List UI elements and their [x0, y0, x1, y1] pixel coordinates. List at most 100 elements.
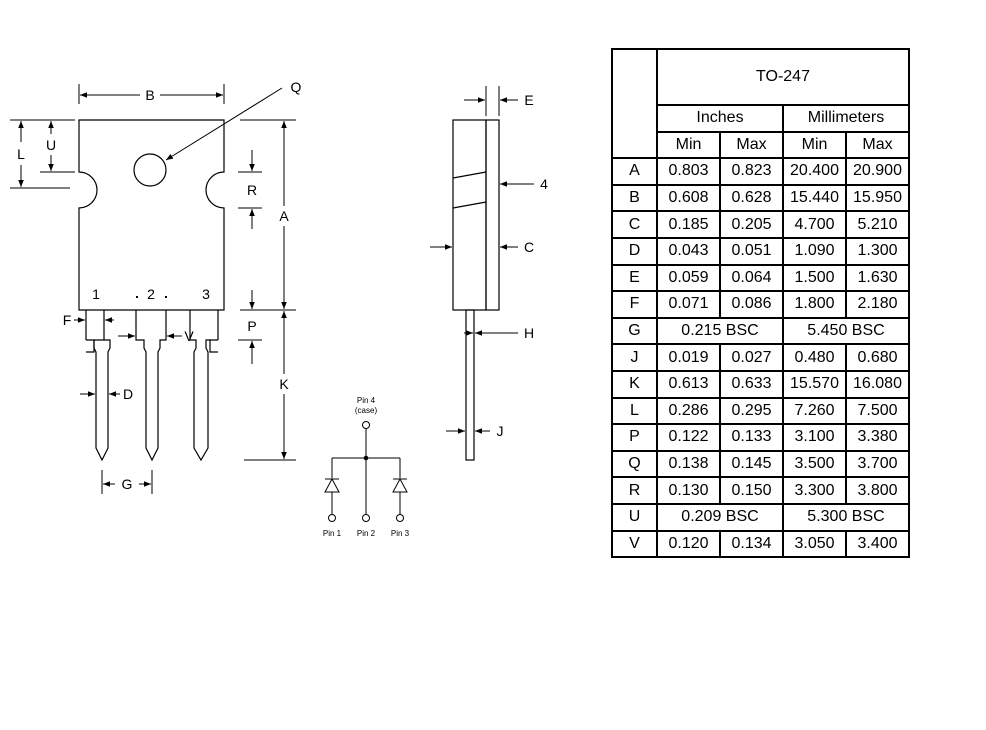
label-G: G: [122, 476, 133, 492]
inches-min-value: 0.185: [656, 210, 721, 239]
table-header-row-minmax: Min Max Min Max: [612, 130, 910, 160]
inches-min-value: 0.043: [656, 236, 721, 266]
front-view-dimensions: [10, 84, 296, 494]
mm-max-value: 2.180: [845, 290, 910, 319]
inches-max-value: 0.133: [719, 423, 784, 452]
lead-shoulders: [86, 339, 218, 353]
mm-min-value: 3.300: [782, 476, 847, 505]
pin-number-3: 3: [202, 286, 210, 302]
mm-min-value: 15.570: [782, 369, 847, 399]
inches-bsc-value: 0.215 BSC: [656, 316, 784, 346]
schematic-pin4-case-label: (case): [355, 406, 378, 415]
inches-max-value: 0.205: [719, 210, 784, 239]
mm-max-value: 3.400: [845, 529, 910, 559]
mm-max-value: 3.700: [845, 449, 910, 479]
side-body: [452, 119, 487, 311]
package-drawing: B Q L U A K R P F V D G E 4 C H J 1 2 3 …: [10, 79, 548, 538]
mm-max-value: 3.800: [845, 476, 910, 505]
label-C: C: [524, 239, 534, 255]
mm-max-value: 1.300: [845, 236, 910, 266]
mm-max-value: 15.950: [845, 183, 910, 213]
mm-min-value: 20.400: [782, 157, 847, 186]
dimension-code: G: [611, 316, 658, 346]
inches-max-value: 0.628: [719, 183, 784, 213]
header-mm-min: Min: [782, 130, 847, 160]
label-D: D: [123, 386, 133, 402]
package-title: TO-247: [656, 48, 910, 106]
label-A: A: [279, 208, 289, 224]
dimension-table: TO-247 Inches Millimeters Min Max Min Ma…: [611, 47, 910, 559]
inches-min-value: 0.138: [656, 449, 721, 479]
schematic-pin4-label: Pin 4: [357, 396, 376, 405]
label-L: L: [17, 146, 25, 162]
label-H: H: [524, 325, 534, 341]
inches-min-value: 0.059: [656, 263, 721, 293]
label-V: V: [184, 328, 194, 344]
inches-max-value: 0.027: [719, 343, 784, 372]
inches-min-value: 0.608: [656, 183, 721, 213]
label-E: E: [524, 92, 533, 108]
inches-min-value: 0.071: [656, 290, 721, 319]
pin2-terminal: [362, 514, 370, 522]
inches-min-value: 0.122: [656, 423, 721, 452]
diode-3: [392, 477, 408, 493]
dimension-code: U: [611, 502, 658, 532]
mm-max-value: 7.500: [845, 396, 910, 426]
label-R: R: [247, 182, 257, 198]
header-inches: Inches: [656, 104, 784, 133]
dimension-code: V: [611, 529, 658, 559]
mm-min-value: 7.260: [782, 396, 847, 426]
inches-min-value: 0.130: [656, 476, 721, 505]
inches-max-value: 0.633: [719, 369, 784, 399]
dimension-code: E: [611, 263, 658, 293]
dimension-code: J: [611, 343, 658, 372]
inches-bsc-value: 0.209 BSC: [656, 502, 784, 532]
inches-max-value: 0.823: [719, 157, 784, 186]
inches-max-value: 0.150: [719, 476, 784, 505]
dimension-code: L: [611, 396, 658, 426]
mm-min-value: 0.480: [782, 343, 847, 372]
dimension-code: P: [611, 423, 658, 452]
mm-max-value: 1.630: [845, 263, 910, 293]
inches-max-value: 0.145: [719, 449, 784, 479]
dimension-code: A: [611, 157, 658, 186]
mm-min-value: 1.800: [782, 290, 847, 319]
pin-number-1: 1: [92, 286, 100, 302]
dimension-code: R: [611, 476, 658, 505]
pin4-terminal: [362, 421, 370, 429]
schematic-pin3-label: Pin 3: [391, 529, 410, 538]
package-body-outline: [78, 119, 225, 311]
inches-max-value: 0.064: [719, 263, 784, 293]
pin-number-2: 2: [147, 286, 155, 302]
table-header-row-units: Inches Millimeters: [612, 104, 910, 133]
dimension-code: D: [611, 236, 658, 266]
schematic-pin1-label: Pin 1: [323, 529, 342, 538]
label-F: F: [63, 312, 72, 328]
label-K: K: [279, 376, 289, 392]
label-4: 4: [540, 176, 548, 192]
inches-min-value: 0.019: [656, 343, 721, 372]
schematic-pin2-label: Pin 2: [357, 529, 376, 538]
pin3-terminal: [396, 514, 404, 522]
diode-1: [324, 477, 340, 493]
inches-min-value: 0.803: [656, 157, 721, 186]
inches-max-value: 0.134: [719, 529, 784, 559]
inches-max-value: 0.086: [719, 290, 784, 319]
lead-1: [93, 310, 111, 462]
mm-max-value: 16.080: [845, 369, 910, 399]
side-lead: [465, 309, 475, 461]
mm-max-value: 0.680: [845, 343, 910, 372]
lead-3: [189, 310, 210, 462]
side-view: [452, 119, 500, 461]
header-millimeters: Millimeters: [782, 104, 910, 133]
